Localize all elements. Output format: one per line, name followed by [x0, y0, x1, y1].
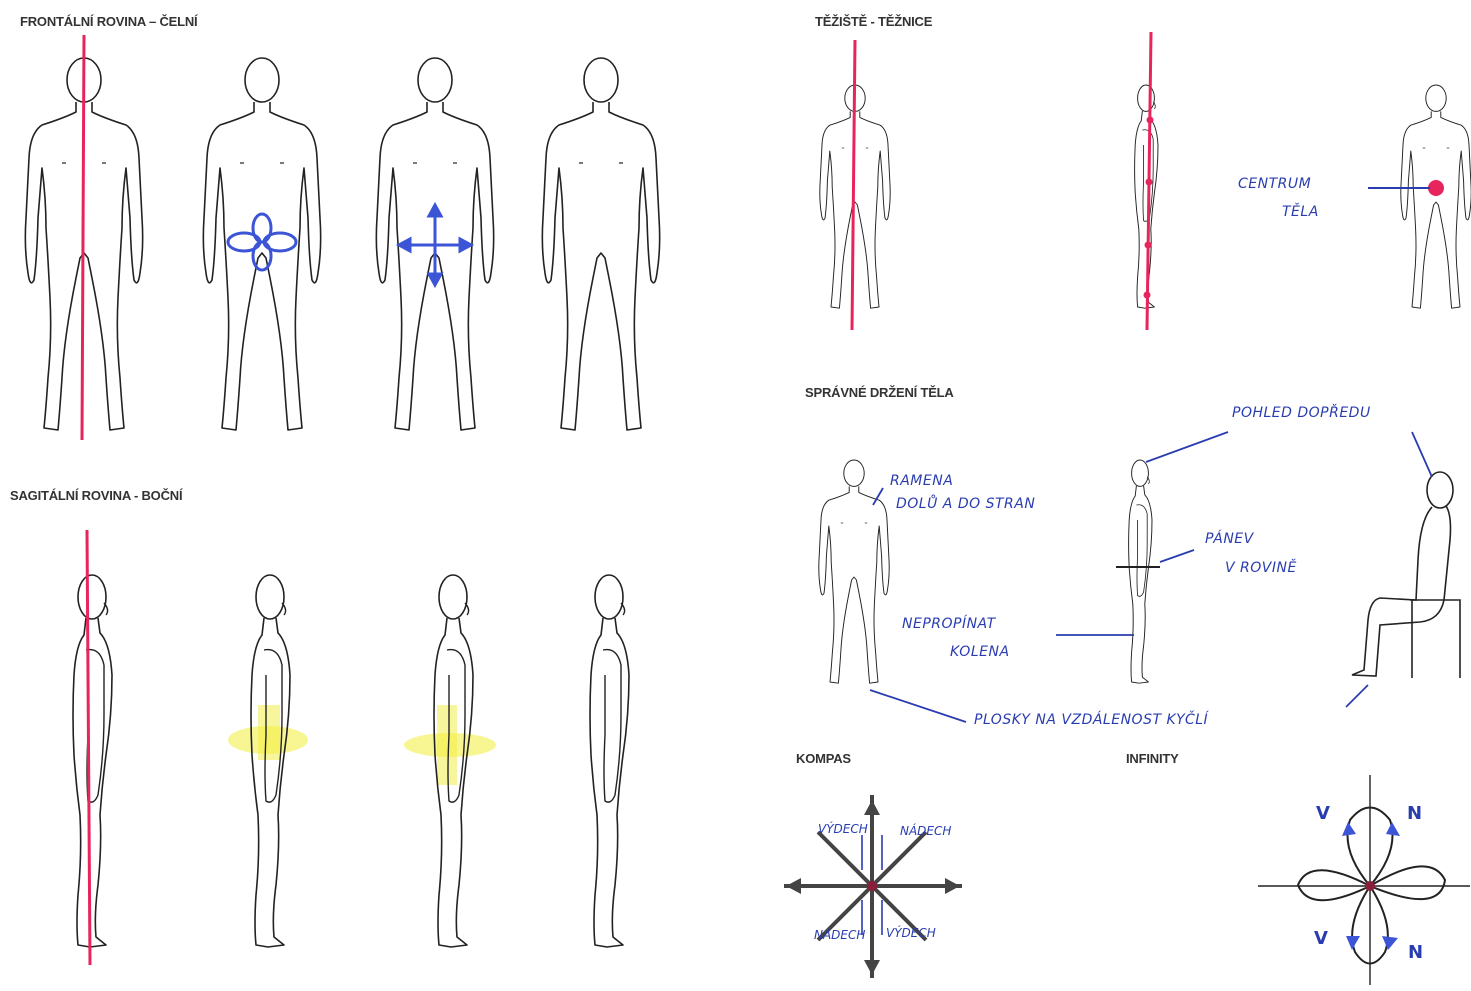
infinity-label-v-bottom: V — [1314, 928, 1328, 949]
infinity-label-n-bottom: N — [1408, 942, 1423, 963]
shoulders-label-2: DOLŮ A DO STRAN — [896, 496, 1035, 512]
leader-lines — [870, 432, 1432, 722]
compass-label-top-left: VÝDECH — [818, 822, 868, 836]
sagittal-figure-3 — [404, 575, 496, 947]
infinity-diagram-icon — [1258, 775, 1470, 985]
knees-label: NEPROPÍNAT — [902, 616, 996, 632]
pelvis-label-2: V ROVINĚ — [1225, 560, 1297, 576]
compass-label-bottom-right: VÝDECH — [886, 926, 936, 940]
compass-label-bottom-left: NÁDECH — [814, 928, 865, 942]
posture-figure-side — [1129, 460, 1152, 683]
knees-label-2: KOLENA — [950, 644, 1010, 660]
body-center-label-2: TĚLA — [1282, 204, 1319, 220]
gravity-figure-back — [1401, 85, 1471, 308]
body-center-marker — [1428, 180, 1444, 196]
cross-arrows-icon — [399, 205, 471, 285]
feet-label: PLOSKY NA VZDÁLENOST KYČLÍ — [974, 712, 1208, 728]
infinity-label-v-top: V — [1316, 803, 1330, 824]
plumb-line — [82, 35, 84, 440]
compass-label-top-right: NÁDECH — [900, 824, 951, 838]
sagittal-figure-2 — [228, 575, 308, 947]
body-center-label: CENTRUM — [1238, 176, 1311, 192]
frontal-figure-2 — [203, 58, 320, 430]
infinity-loop-icon — [228, 214, 296, 270]
plumb-line — [87, 530, 90, 965]
posture-figure-back — [819, 460, 889, 683]
sagittal-figure-4 — [590, 575, 629, 947]
shoulders-label: RAMENA — [890, 473, 953, 489]
gaze-forward-label: POHLED DOPŘEDU — [1232, 405, 1371, 421]
seated-figure — [1352, 472, 1460, 678]
sagittal-figure-1 — [73, 530, 112, 965]
frontal-figure-3 — [376, 58, 493, 430]
compass-icon — [784, 795, 962, 978]
frontal-figure-4 — [542, 58, 659, 430]
frontal-figure-1 — [25, 35, 142, 440]
pelvis-label: PÁNEV — [1205, 531, 1254, 547]
plumb-line — [852, 40, 855, 330]
infinity-label-n-top: N — [1407, 803, 1422, 824]
